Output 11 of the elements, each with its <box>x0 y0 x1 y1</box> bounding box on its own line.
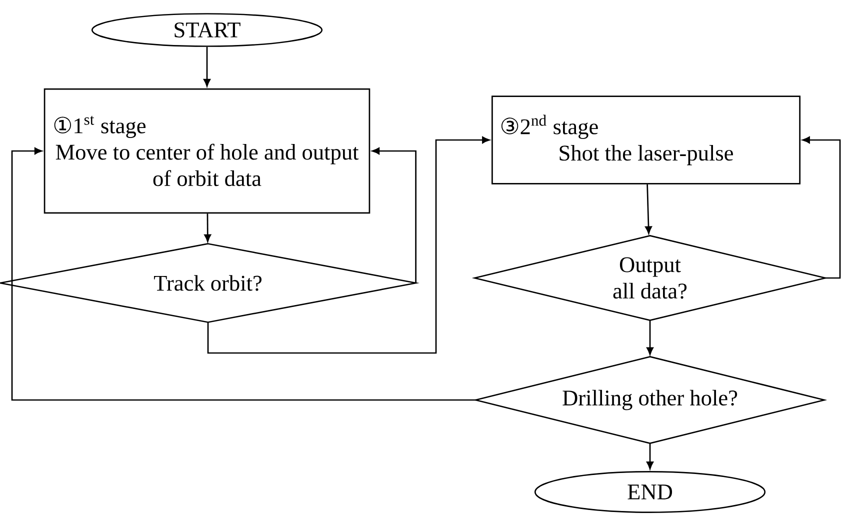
arrow <box>802 136 841 279</box>
arrow <box>204 46 210 87</box>
arrow <box>207 136 490 354</box>
process-box: ③2$^{nd}$ stage Shot the laser-pulse <box>492 96 800 184</box>
process-box: ①1$^{st}$ stage Move to center of hole and output of orbit data <box>44 88 370 214</box>
arrow <box>372 148 416 283</box>
arrow <box>646 443 654 470</box>
arrow <box>11 148 476 401</box>
arrow <box>204 214 212 242</box>
arrow <box>646 320 654 355</box>
arrow <box>645 184 652 234</box>
